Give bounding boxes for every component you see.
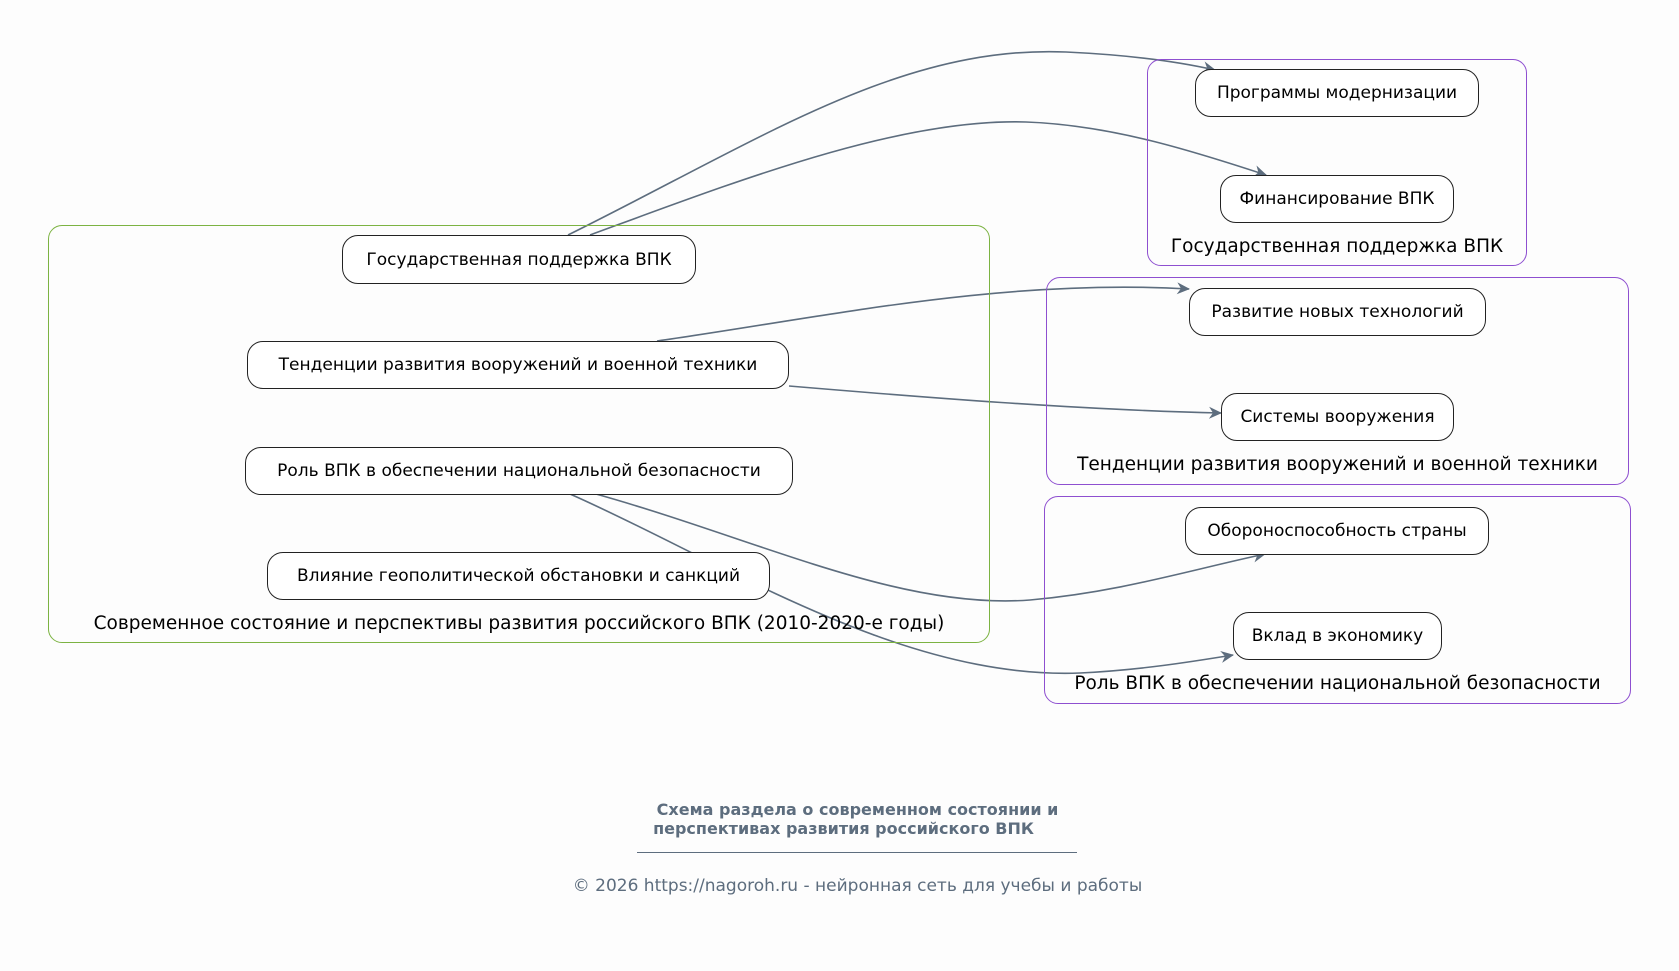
edge-gos-to-programmy bbox=[567, 50, 1216, 236]
cluster-gosudarstvennaya-podderzhka bbox=[1147, 59, 1527, 266]
cluster-tendencii-razvitiya-label: Тенденции развития вооружений и военной … bbox=[1077, 454, 1598, 475]
node-rol-vpk[interactable]: Роль ВПК в обеспечении национальной безо… bbox=[245, 447, 793, 495]
main-cluster bbox=[48, 225, 990, 643]
node-razvitie-novyh-tehnologiy[interactable]: Развитие новых технологий bbox=[1189, 288, 1486, 336]
diagram-caption-line-1: Схема раздела о современном состоянии и bbox=[656, 800, 1059, 819]
cluster-rol-vpk-label: Роль ВПК в обеспечении национальной безо… bbox=[1074, 673, 1601, 694]
caption-divider bbox=[637, 852, 1077, 853]
node-gosudarstvennaya-podderzhka[interactable]: Государственная поддержка ВПК bbox=[342, 235, 696, 284]
cluster-tendencii-razvitiya bbox=[1046, 277, 1629, 485]
node-sistemy-vooruzheniya[interactable]: Системы вооружения bbox=[1221, 393, 1454, 441]
main-cluster-label: Современное состояние и перспективы разв… bbox=[93, 613, 945, 634]
node-tendencii-razvitiya[interactable]: Тенденции развития вооружений и военной … bbox=[247, 341, 789, 389]
diagram-caption: Схема раздела о современном состоянии и … bbox=[0, 800, 1679, 838]
node-vliyanie-geopolitiki[interactable]: Влияние геополитической обстановки и сан… bbox=[267, 552, 770, 600]
cluster-rol-vpk bbox=[1044, 496, 1631, 704]
node-oboronosposobnost[interactable]: Обороноспособность страны bbox=[1185, 507, 1489, 555]
node-vklad-v-ekonomiku[interactable]: Вклад в экономику bbox=[1233, 612, 1442, 660]
cluster-gosudarstvennaya-podderzhka-label: Государственная поддержка ВПК bbox=[1170, 236, 1504, 257]
node-programmy-modernizacii[interactable]: Программы модернизации bbox=[1195, 69, 1479, 117]
copyright-text: © 2026 https://nagoroh.ru - нейронная се… bbox=[572, 876, 1143, 896]
diagram-caption-line-2: перспективах развития российского ВПК bbox=[653, 819, 1034, 838]
node-finansirovanie-vpk[interactable]: Финансирование ВПК bbox=[1220, 175, 1454, 223]
